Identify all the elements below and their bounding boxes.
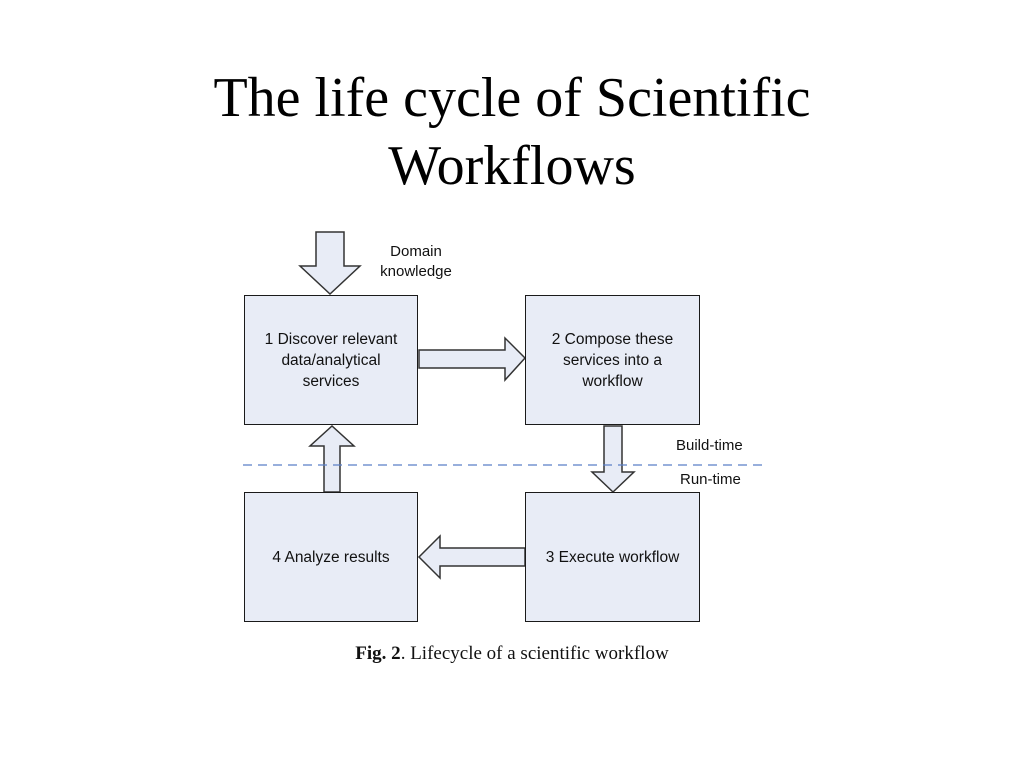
node-discover-line-2: data/analytical bbox=[281, 351, 381, 369]
node-discover-line-1: 1 Discover relevant bbox=[264, 330, 398, 348]
node-compose: 2 Compose these services into a workflow bbox=[525, 295, 700, 425]
figure-caption-text: . Lifecycle of a scientific workflow bbox=[400, 643, 669, 664]
build-time-label: Build-time bbox=[676, 437, 743, 454]
node-analyze-line-1: 4 Analyze results bbox=[272, 548, 390, 566]
figure-caption: Fig. 2. Lifecycle of a scientific workfl… bbox=[0, 643, 1024, 665]
arrow-domain-to-discover bbox=[298, 231, 362, 296]
node-analyze: 4 Analyze results bbox=[244, 492, 418, 622]
run-time-label: Run-time bbox=[680, 471, 741, 488]
node-compose-line-1: 2 Compose these bbox=[551, 330, 674, 348]
node-execute: 3 Execute workflow bbox=[525, 492, 700, 622]
node-compose-line-3: workflow bbox=[582, 372, 643, 390]
arrow-execute-to-analyze bbox=[417, 534, 526, 580]
node-compose-line-2: services into a bbox=[562, 351, 663, 369]
domain-knowledge-label: Domain knowledge bbox=[368, 242, 464, 282]
domain-knowledge-line-1: Domain bbox=[390, 243, 442, 260]
slide-title-line-2: Workflows bbox=[388, 135, 636, 197]
slide-title: The life cycle of Scientific Workflows bbox=[0, 64, 1024, 200]
slide-title-line-1: The life cycle of Scientific bbox=[213, 67, 811, 129]
arrow-discover-to-compose bbox=[418, 336, 527, 382]
node-discover: 1 Discover relevant data/analytical serv… bbox=[244, 295, 418, 425]
domain-knowledge-line-2: knowledge bbox=[380, 263, 452, 280]
figure-caption-number: Fig. 2 bbox=[355, 643, 401, 664]
arrow-analyze-to-discover bbox=[308, 424, 356, 493]
node-execute-line-1: 3 Execute workflow bbox=[545, 548, 680, 566]
arrow-compose-to-execute bbox=[590, 425, 636, 494]
node-discover-line-3: services bbox=[302, 372, 360, 390]
